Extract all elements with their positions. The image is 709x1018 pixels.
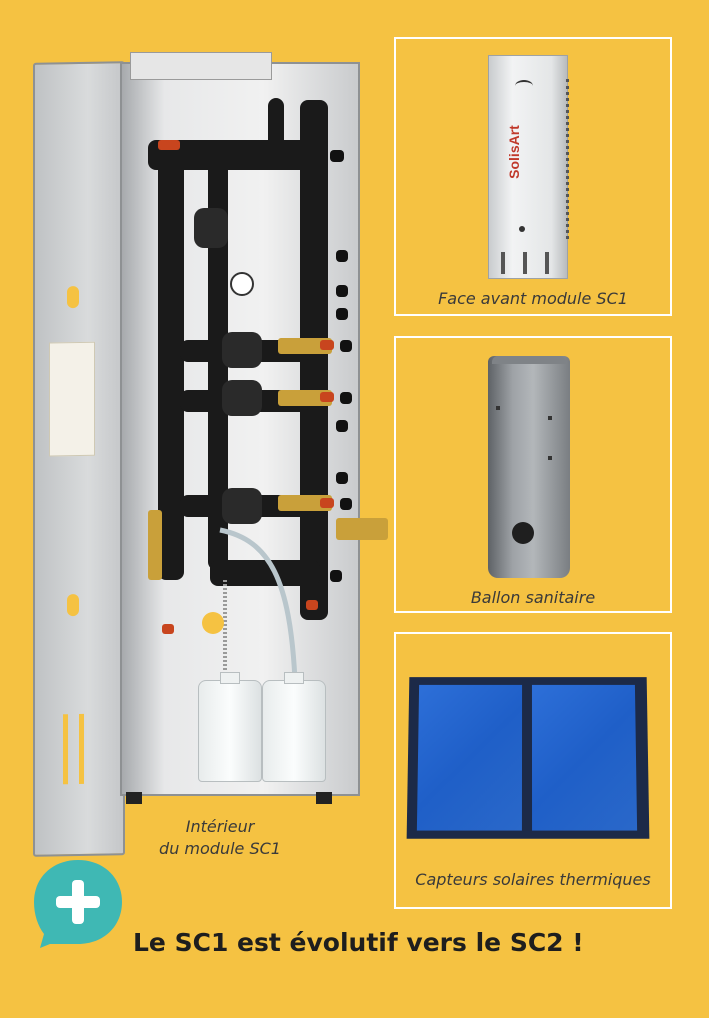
collectors-caption: Capteurs solaires thermiques <box>415 870 651 889</box>
drain-hose <box>219 527 298 681</box>
circulator-pump <box>222 488 262 524</box>
interior-module-image <box>30 40 390 860</box>
front-caption: Face avant module SC1 <box>438 289 628 308</box>
tank-image <box>488 356 570 578</box>
brand-logo: SolisArt <box>506 125 522 179</box>
collectors-frame: Capteurs solaires thermiques <box>394 632 672 909</box>
interior-caption-line1: Intérieur <box>185 817 255 836</box>
circulator-pump <box>194 208 228 248</box>
cabinet-door <box>33 61 125 857</box>
plus-badge <box>32 858 124 950</box>
door-label-sticker <box>49 341 95 457</box>
circulator-pump <box>222 332 262 368</box>
solar-collectors-image <box>406 677 650 839</box>
tank-frame: Ballon sanitaire <box>394 336 672 613</box>
circulator-pump <box>222 380 262 416</box>
solar-panel <box>531 684 638 831</box>
front-module-frame: SolisArt Face avant module SC1 <box>394 37 672 316</box>
pressure-gauge <box>230 272 254 296</box>
tank-caption: Ballon sanitaire <box>470 588 596 607</box>
interior-caption: Intérieur du module SC1 <box>130 816 310 860</box>
container <box>262 680 326 782</box>
headline: Le SC1 est évolutif vers le SC2 ! <box>133 928 584 957</box>
container <box>198 680 262 782</box>
front-module-image: SolisArt <box>488 55 568 279</box>
control-box <box>130 52 272 80</box>
solar-panel <box>416 684 523 831</box>
plus-icon <box>34 860 122 948</box>
interior-caption-line2: du module SC1 <box>159 839 281 858</box>
